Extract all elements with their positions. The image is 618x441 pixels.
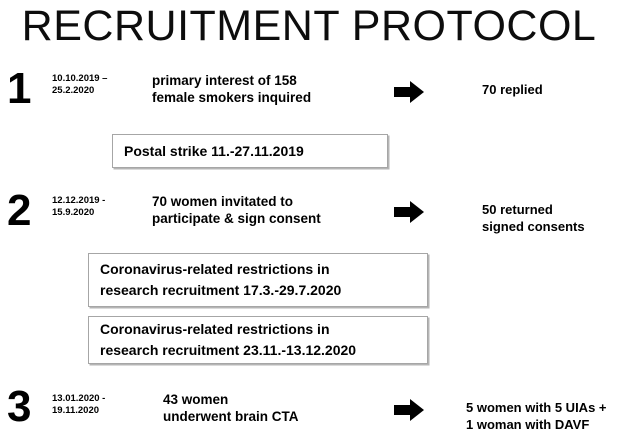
step-description-2: 70 women invitated to participate & sign… (152, 194, 321, 226)
note-box-coronavirus-1: Coronavirus-related restrictions in rese… (88, 253, 428, 307)
right-arrow-icon-3 (394, 399, 424, 421)
step-result-3: 5 women with 5 UIAs + 1 woman with DAVF (466, 400, 607, 432)
page-title: RECRUITMENT PROTOCOL (21, 2, 597, 50)
step-result-2: 50 returned signed consents (482, 202, 585, 234)
step-number-2: 2 (7, 186, 32, 235)
step-description-3: 43 women underwent brain CTA (163, 392, 299, 424)
step-number-3: 3 (7, 382, 32, 431)
right-arrow-icon-1 (394, 81, 424, 103)
step-number-1: 1 (7, 64, 32, 113)
step-date-1: 10.10.2019 – 25.2.2020 (52, 73, 108, 96)
note-box-postal-strike: Postal strike 11.-27.11.2019 (112, 134, 388, 168)
note-box-coronavirus-2: Coronavirus-related restrictions in rese… (88, 316, 428, 364)
step-date-2: 12.12.2019 - 15.9.2020 (52, 195, 106, 218)
step-result-1: 70 replied (482, 82, 543, 97)
right-arrow-icon-2 (394, 201, 424, 223)
step-date-3: 13.01.2020 - 19.11.2020 (52, 393, 106, 416)
note-box-postal-strike-text: Postal strike 11.-27.11.2019 (124, 143, 304, 159)
step-description-1: primary interest of 158 female smokers i… (152, 73, 312, 105)
note-box-coronavirus-1-text: Coronavirus-related restrictions in rese… (100, 261, 342, 298)
note-box-coronavirus-2-text: Coronavirus-related restrictions in rese… (100, 321, 357, 358)
